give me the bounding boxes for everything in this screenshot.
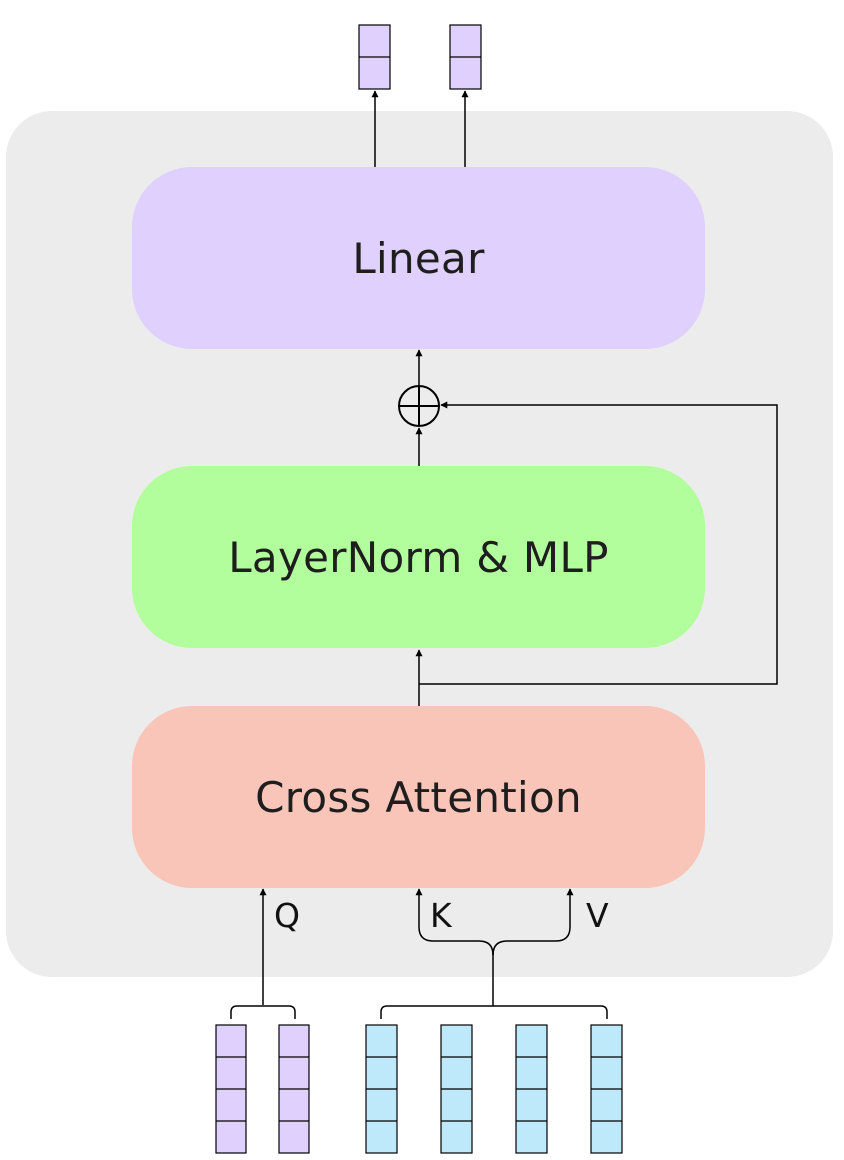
- linear-block: Linear: [132, 167, 705, 349]
- query-brace: [230, 1005, 296, 1019]
- kv-token-2: [440, 1024, 473, 1154]
- kv-token-1: [365, 1024, 398, 1154]
- cross-attention-label: Cross Attention: [255, 772, 582, 822]
- linear-label: Linear: [352, 233, 485, 283]
- output-token-2: [449, 24, 482, 90]
- residual-skip-connection: [419, 401, 778, 685]
- query-label: Q: [274, 896, 300, 935]
- key-branch-arrow: [415, 888, 494, 956]
- value-branch-arrow: [492, 888, 574, 956]
- layernorm-mlp-label: LayerNorm & MLP: [228, 532, 609, 582]
- residual-add-icon: [398, 385, 440, 427]
- kv-token-3: [515, 1024, 548, 1154]
- value-label: V: [586, 896, 609, 935]
- key-label: K: [430, 896, 452, 935]
- layernorm-mlp-block: LayerNorm & MLP: [132, 466, 705, 648]
- kv-token-4: [590, 1024, 623, 1154]
- query-token-2: [278, 1024, 310, 1154]
- output-token-1: [358, 24, 391, 90]
- key-value-brace: [380, 1005, 608, 1019]
- query-token-1: [215, 1024, 247, 1154]
- cross-attention-block: Cross Attention: [132, 706, 705, 888]
